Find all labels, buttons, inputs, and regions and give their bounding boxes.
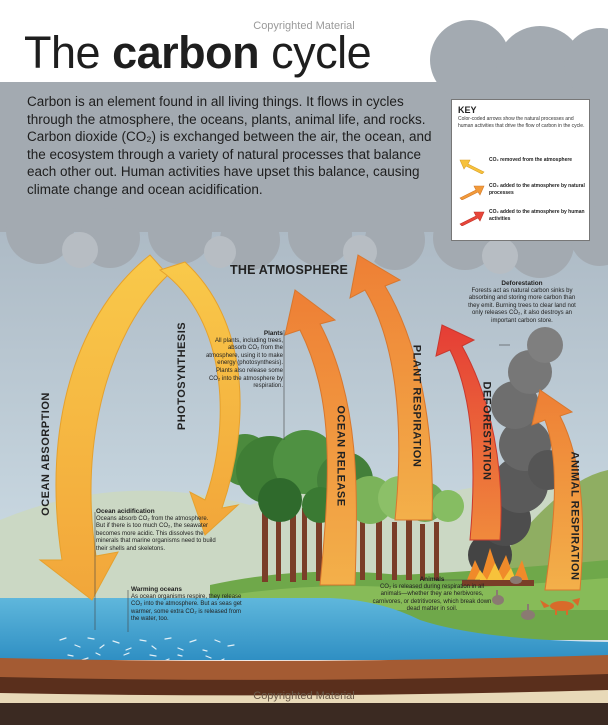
plants-note: Plants All plants, including trees, abso… — [203, 330, 283, 391]
atmosphere-label: THE ATMOSPHERE — [230, 263, 349, 277]
warming-oceans-note-title: Warming oceans — [131, 586, 182, 593]
ocean-acidification-note: Ocean acidification Oceans absorb CO₂ fr… — [96, 508, 216, 554]
animal-respiration-label: ANIMAL RESPIRATION — [568, 451, 581, 581]
fox — [540, 598, 580, 615]
key-item-label: CO₂ added to the atmosphere by human act… — [489, 209, 585, 222]
animal-respiration-arrow — [531, 389, 584, 591]
deforestation-note-text: Forests act as natural carbon sinks by a… — [468, 287, 576, 324]
title-prefix: The — [24, 27, 101, 78]
animals — [492, 576, 535, 620]
key-description: Color-coded arrows show the natural proc… — [458, 116, 585, 129]
red-arrow-icon — [459, 211, 485, 226]
warming-oceans-note-text: As ocean organisms respire, they release… — [131, 593, 242, 623]
photosynthesis-arrow — [158, 261, 241, 536]
key-title: KEY — [458, 105, 477, 115]
watermark-top: Copyrighted Material — [253, 20, 355, 32]
animals-note-text: CO₂ is released during respiration in al… — [372, 583, 492, 613]
title-bold: carbon — [112, 27, 260, 78]
deforestation-arrow — [435, 324, 502, 541]
yellow-arrow-icon — [459, 159, 485, 174]
plants-note-title: Plants — [263, 330, 283, 337]
plant-respiration-arrow — [349, 254, 433, 521]
watermark-bottom: Copyrighted Material — [253, 690, 355, 702]
page-title: The carbon cycle — [24, 27, 372, 78]
warming-oceans-note: Warming oceans As ocean organisms respir… — [131, 586, 243, 624]
leader-lines — [94, 330, 510, 632]
rock-layer-4 — [0, 703, 608, 725]
deforestation-note-title: Deforestation — [501, 280, 543, 287]
key-item-label: CO₂ removed from the atmosphere — [489, 157, 573, 163]
plants-note-text: All plants, including trees, absorb CO₂ … — [205, 337, 283, 390]
key-item-human: CO₂ added to the atmosphere by human act… — [458, 208, 585, 230]
key-box: KEY Color-coded arrows show the natural … — [451, 99, 590, 241]
cloud-highlights — [62, 232, 518, 274]
fire — [462, 548, 534, 586]
key-item-removed: CO₂ removed from the atmosphere — [458, 156, 584, 178]
ocean-acidification-note-title: Ocean acidification — [96, 508, 155, 515]
title-suffix: cycle — [271, 27, 372, 78]
sea — [0, 598, 608, 660]
rock-layer-1 — [0, 655, 608, 680]
ocean-absorption-arrow — [38, 254, 169, 601]
plant-respiration-label: PLANT RESPIRATION — [410, 344, 423, 468]
ocean-acidification-note-text: Oceans absorb CO₂ from the atmosphere. B… — [96, 515, 216, 552]
photosynthesis-label: PHOTOSYNTHESIS — [176, 321, 189, 431]
forest-trunks — [262, 505, 439, 582]
animals-note-title: Animals — [419, 576, 445, 583]
ocean-release-arrow — [284, 289, 357, 586]
key-item-natural: CO₂ added to the atmosphere by natural p… — [458, 182, 585, 204]
deforestation-label: DEFORESTATION — [480, 381, 493, 481]
animals-note: Animals CO₂ is released during respirati… — [372, 576, 492, 614]
ocean-absorption-label: OCEAN ABSORPTION — [39, 392, 52, 516]
orange-arrow-icon — [459, 185, 485, 200]
rock-layer-2 — [0, 674, 608, 696]
intro-paragraph: Carbon is an element found in all living… — [27, 94, 432, 197]
rock-layer-3 — [0, 690, 608, 705]
deforestation-note: Deforestation Forests act as natural car… — [468, 280, 576, 326]
key-item-label: CO₂ added to the atmosphere by natural p… — [489, 183, 585, 196]
ocean-release-label: OCEAN RELEASE — [334, 405, 347, 507]
